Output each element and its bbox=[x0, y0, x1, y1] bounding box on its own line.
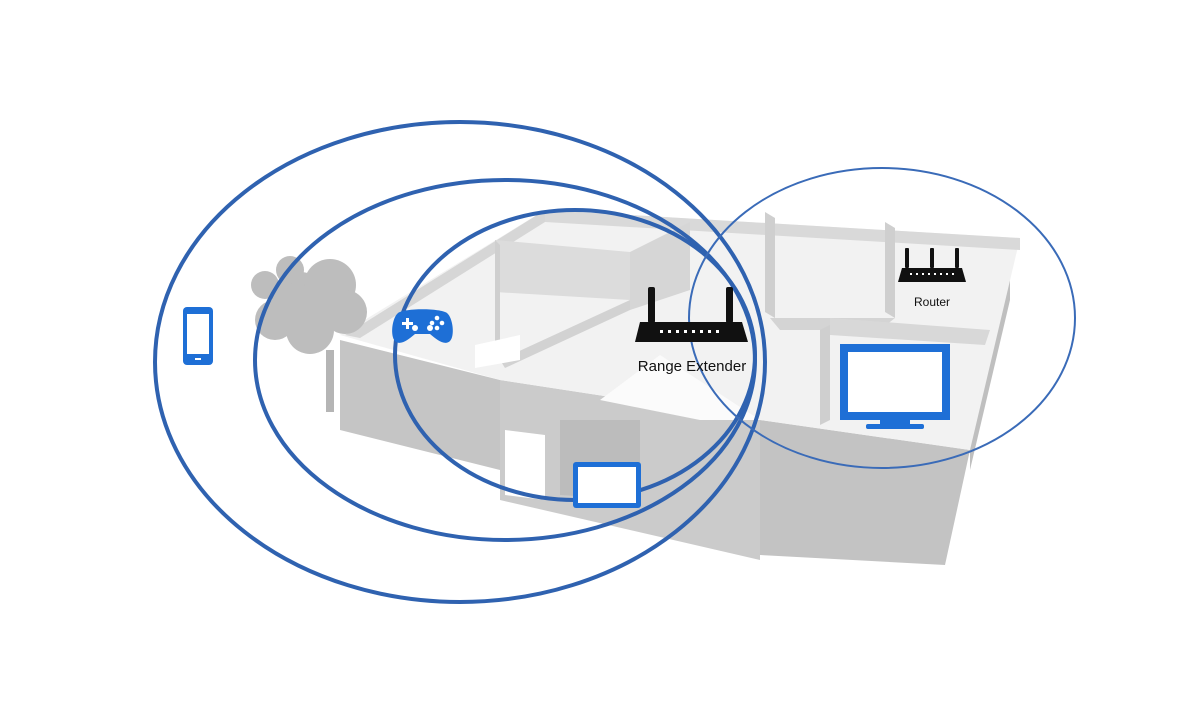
tablet-icon bbox=[573, 462, 641, 508]
house-right-front-wall bbox=[760, 420, 970, 565]
tree-icon bbox=[251, 256, 367, 412]
interior-wall-9 bbox=[830, 318, 990, 345]
tv-icon bbox=[840, 344, 950, 429]
doorway-room bbox=[475, 335, 520, 368]
gamepad-icon bbox=[392, 309, 453, 343]
doorway-left bbox=[505, 430, 545, 500]
signal-ring-outer bbox=[153, 120, 767, 604]
router-coverage-ring bbox=[688, 167, 1076, 469]
interior-wall-5 bbox=[765, 212, 775, 318]
house-left-front-wall bbox=[340, 340, 500, 470]
smartphone-icon bbox=[183, 307, 213, 365]
interior-wall-6 bbox=[885, 222, 895, 318]
router-icon bbox=[898, 248, 966, 282]
interior-wall-3 bbox=[500, 300, 630, 368]
interior-wall-1 bbox=[495, 240, 630, 300]
interior-wall-2 bbox=[495, 240, 500, 360]
doorway-corridor bbox=[600, 355, 760, 420]
interior-wall-4 bbox=[630, 222, 690, 310]
range-extender-label: Range Extender bbox=[638, 358, 746, 375]
interior-wall-8 bbox=[820, 325, 830, 425]
router-label: Router bbox=[914, 295, 950, 309]
range-extender-icon bbox=[635, 287, 748, 342]
